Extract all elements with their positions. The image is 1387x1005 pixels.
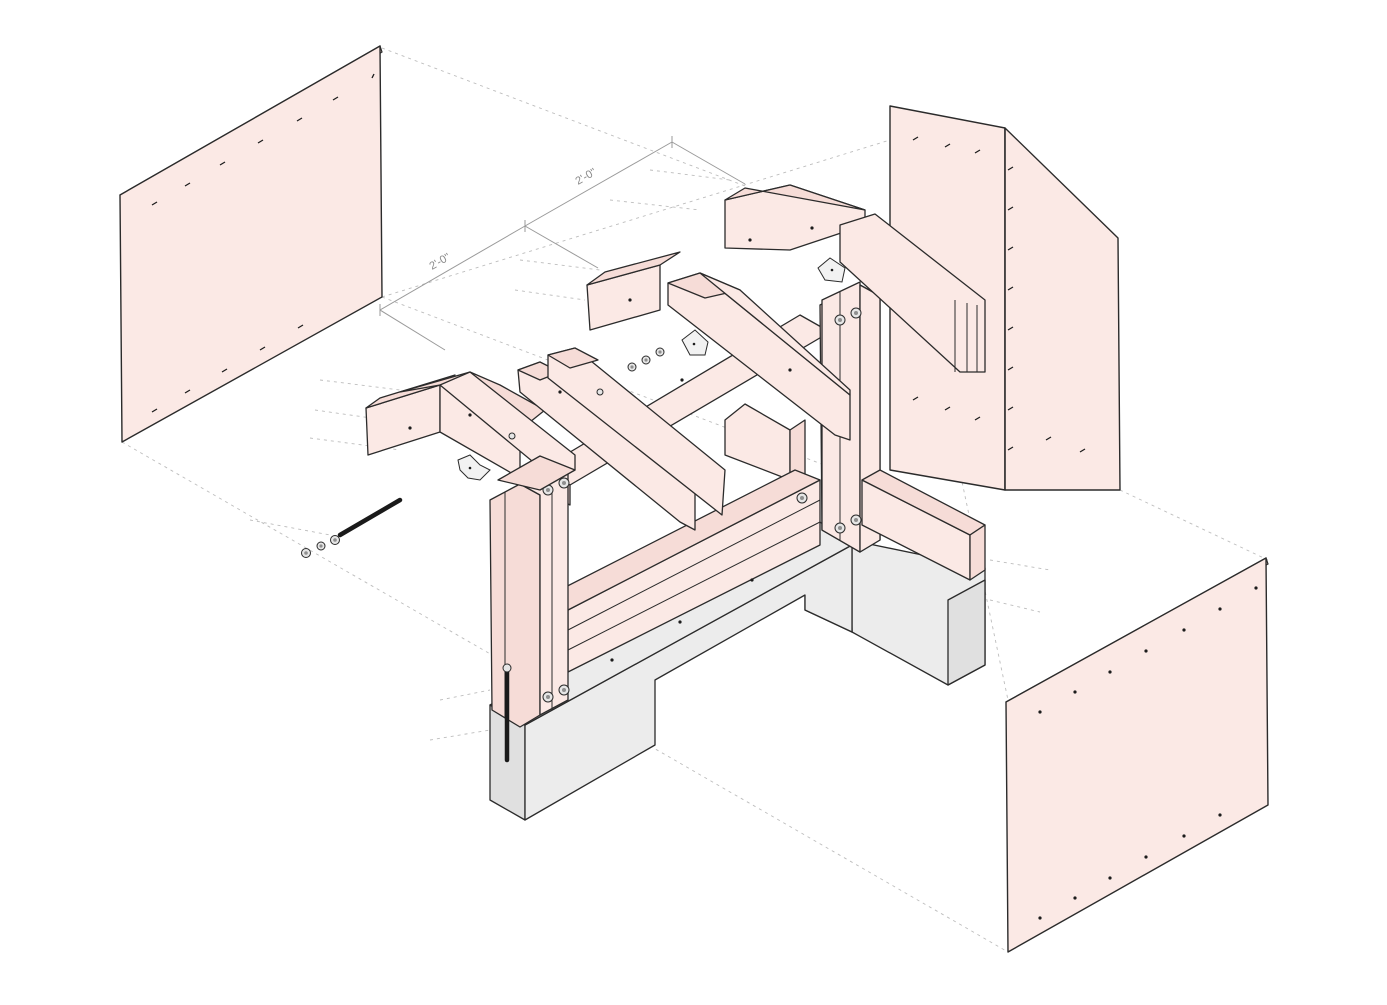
post-bolts (542, 307, 862, 703)
hurricane-tie-middle (681, 329, 709, 356)
rafter-back-right (724, 184, 986, 373)
left-plywood-panel (119, 45, 383, 443)
rafter-front-left (365, 371, 576, 491)
hurricane-tie-back (817, 257, 846, 283)
rod-nuts-middle (627, 347, 665, 372)
dimension-label-upper: 2'-0" (574, 166, 599, 187)
dimension-2ft-upper: 2'-0" (524, 136, 746, 232)
right-front-plywood-panel (1005, 557, 1269, 953)
hurricane-tie-front (457, 454, 491, 481)
left-post-assembly (489, 471, 569, 728)
threaded-rod-exploded (301, 497, 403, 558)
dimension-label-lower: 2'-0" (428, 251, 453, 272)
right-front-panel-nail-marks (1038, 586, 1258, 920)
rafter-middle-2 (547, 347, 726, 516)
right-back-panel-nail-marks (912, 136, 1086, 453)
right-lower-sill (861, 469, 986, 581)
dimension-2ft-lower: 2'-0" (379, 225, 599, 351)
rafter-middle-right (586, 251, 851, 441)
left-panel-nail-marks (151, 73, 375, 413)
anchor-bolt (502, 663, 512, 763)
